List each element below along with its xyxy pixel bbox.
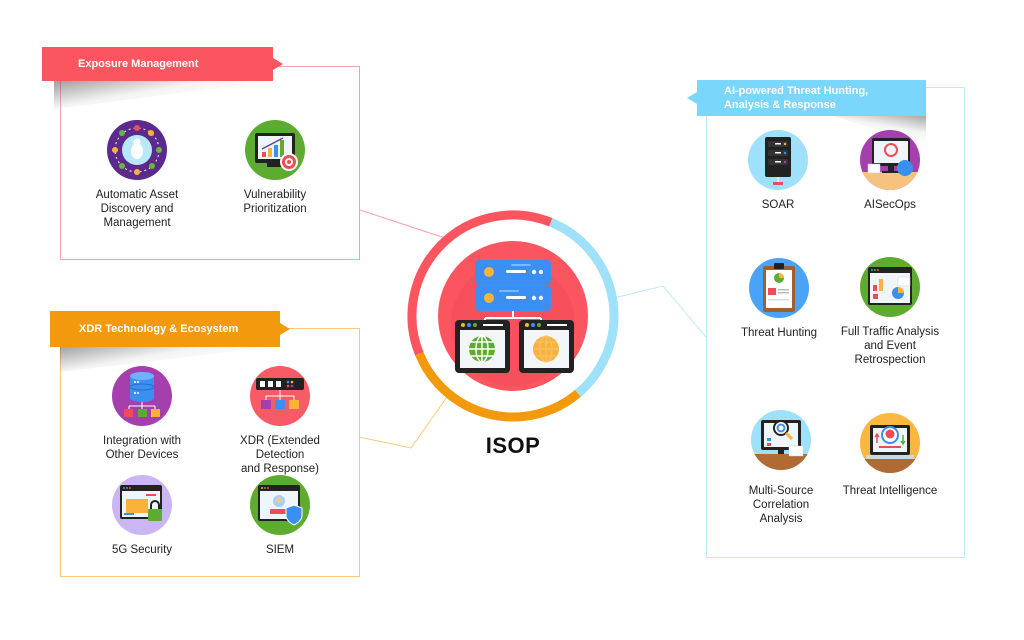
label-line: Integration with bbox=[103, 435, 181, 447]
feature-full-traffic-analysis[interactable]: Full Traffic Analysis and Event Retrospe… bbox=[825, 257, 955, 367]
connector-exposure bbox=[359, 209, 446, 239]
label-line: 5G Security bbox=[111, 544, 173, 556]
ring-segment-cyan bbox=[549, 218, 619, 397]
xdr-ecosystem-ribbon: XDR Technology & Ecosystem bbox=[50, 311, 290, 347]
isop-hub[interactable] bbox=[403, 206, 623, 426]
section-title: Exposure Management bbox=[78, 58, 199, 70]
label-line: Discovery and bbox=[100, 203, 174, 215]
secure-folder-lock-icon bbox=[112, 475, 172, 535]
feature-label: Vulnerability Prioritization bbox=[210, 188, 340, 216]
label-line: Vulnerability bbox=[243, 189, 307, 201]
clipboard-chart-icon bbox=[749, 258, 809, 318]
label-line: Threat Intelligence bbox=[842, 485, 938, 497]
feature-label: SIEM bbox=[215, 543, 345, 557]
label-line: Correlation bbox=[752, 499, 810, 511]
laptop-skull-icon bbox=[860, 413, 920, 473]
connector-ai bbox=[617, 285, 707, 338]
label-line: Management bbox=[103, 217, 171, 229]
ribbon-arrow bbox=[687, 92, 697, 104]
feature-threat-hunting[interactable]: Threat Hunting bbox=[714, 258, 844, 340]
label-line: Prioritization bbox=[243, 203, 307, 215]
feature-label: 5G Security bbox=[77, 543, 207, 557]
feature-label: Threat Hunting bbox=[714, 326, 844, 340]
dashboard-charts-icon bbox=[860, 257, 920, 317]
feature-soar[interactable]: SOAR bbox=[713, 130, 843, 212]
label-line: SIEM bbox=[265, 544, 295, 556]
feature-label: Integration with Other Devices bbox=[77, 434, 207, 462]
feature-siem[interactable]: SIEM bbox=[215, 475, 345, 557]
label-line: and Event bbox=[864, 340, 916, 352]
feature-label: Threat Intelligence bbox=[825, 484, 955, 498]
ai-monitor-globe-icon bbox=[860, 130, 920, 190]
feature-5g-security[interactable]: 5G Security bbox=[77, 475, 207, 557]
label-line: Retrospection bbox=[854, 354, 926, 366]
isop-ring bbox=[407, 210, 619, 422]
switch-hub-icon bbox=[250, 366, 310, 426]
section-title: XDR Technology & Ecosystem bbox=[79, 323, 239, 335]
ring-segment-orange bbox=[415, 352, 581, 422]
label-line: Full Traffic Analysis bbox=[840, 326, 940, 338]
feature-label: SOAR bbox=[713, 198, 843, 212]
label-line: AISecOps bbox=[864, 199, 916, 211]
xdr-ecosystem-panel bbox=[60, 328, 360, 577]
ribbon-arrow bbox=[280, 323, 290, 335]
isop-title: ISOP bbox=[485, 433, 541, 458]
section-title-line: AI-powered Threat Hunting, bbox=[724, 85, 869, 97]
feature-label: Full Traffic Analysis and Event Retrospe… bbox=[825, 325, 955, 367]
label-line: SOAR bbox=[761, 199, 795, 211]
feature-asset-discovery[interactable]: Automatic Asset Discovery and Management bbox=[72, 120, 202, 230]
server-network-globe-icon bbox=[455, 260, 574, 373]
ring-segment-red bbox=[407, 210, 553, 356]
label-line: Multi-Source bbox=[748, 485, 814, 497]
feature-multi-source-correlation[interactable]: Multi-Source Correlation Analysis bbox=[716, 410, 846, 526]
label-line: Analysis bbox=[759, 513, 803, 525]
exposure-management-ribbon: Exposure Management bbox=[42, 47, 283, 81]
connector-xdr bbox=[358, 396, 448, 449]
database-integration-icon bbox=[112, 366, 172, 426]
server-rack-icon bbox=[748, 130, 808, 190]
ribbon-arrow bbox=[273, 58, 283, 70]
feature-label: Automatic Asset Discovery and Management bbox=[72, 188, 202, 230]
feature-aisecops[interactable]: AISecOps bbox=[825, 130, 955, 212]
chart-target-icon bbox=[245, 120, 305, 180]
label-line: Automatic Asset bbox=[95, 189, 179, 201]
feature-label: Multi-Source Correlation Analysis bbox=[716, 484, 846, 526]
feature-threat-intelligence[interactable]: Threat Intelligence bbox=[825, 413, 955, 498]
label-line: Other Devices bbox=[105, 449, 179, 461]
label-line: Threat Hunting bbox=[740, 327, 818, 339]
ai-threat-ribbon: AI-powered Threat Hunting, Analysis & Re… bbox=[687, 80, 926, 116]
feature-label: AISecOps bbox=[825, 198, 955, 212]
feature-xdr[interactable]: XDR (Extended Detection and Response) bbox=[215, 366, 345, 476]
section-title-line: Analysis & Response bbox=[724, 99, 836, 111]
label-line: and Response) bbox=[241, 463, 319, 475]
bug-network-icon bbox=[107, 120, 167, 180]
feature-label: XDR (Extended Detection and Response) bbox=[215, 434, 345, 476]
feature-vulnerability-prioritization[interactable]: Vulnerability Prioritization bbox=[210, 120, 340, 216]
monitor-magnifier-icon bbox=[751, 410, 811, 470]
feature-integration[interactable]: Integration with Other Devices bbox=[77, 366, 207, 462]
label-line: XDR (Extended Detection bbox=[240, 435, 320, 461]
user-shield-login-icon bbox=[250, 475, 310, 535]
